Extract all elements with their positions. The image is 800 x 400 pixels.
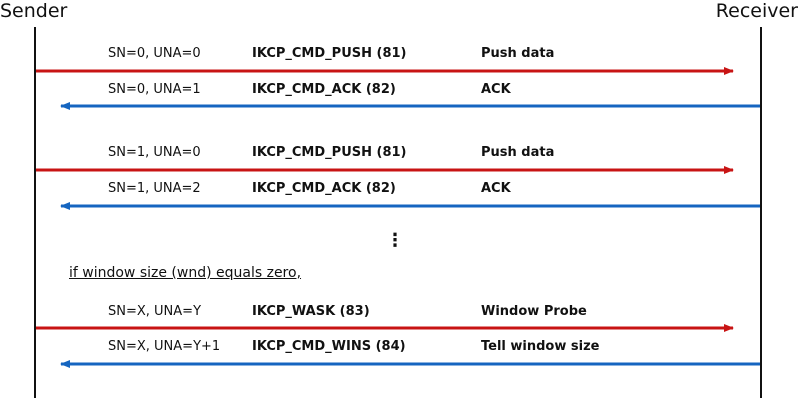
message-seq-label: SN=1, UNA=2 <box>108 181 201 196</box>
message-seq-label: SN=1, UNA=0 <box>108 145 201 160</box>
message-cmd-label: IKCP_CMD_ACK (82) <box>252 181 396 196</box>
message-desc-label: Push data <box>481 46 555 61</box>
message-cmd-label: IKCP_CMD_ACK (82) <box>252 82 396 97</box>
message-seq-label: SN=0, UNA=0 <box>108 46 201 61</box>
message-cmd-label: IKCP_CMD_PUSH (81) <box>252 46 407 61</box>
message-seq-label: SN=0, UNA=1 <box>108 82 201 97</box>
message-seq-label: SN=X, UNA=Y+1 <box>108 339 221 354</box>
message-seq-label: SN=X, UNA=Y <box>108 304 202 319</box>
message-desc-label: Window Probe <box>481 304 587 319</box>
message-cmd-label: IKCP_CMD_WINS (84) <box>252 339 406 354</box>
message-cmd-label: IKCP_WASK (83) <box>252 304 370 319</box>
sender-label: Sender <box>0 0 68 22</box>
message-desc-label: ACK <box>481 82 511 97</box>
message-desc-label: ACK <box>481 181 511 196</box>
message-cmd-label: IKCP_CMD_PUSH (81) <box>252 145 407 160</box>
receiver-label: Receiver <box>715 0 798 22</box>
zero-window-note: if window size (wnd) equals zero, <box>69 265 302 281</box>
continuation-ellipsis: ⋮ <box>386 230 404 251</box>
message-desc-label: Push data <box>481 145 555 160</box>
message-desc-label: Tell window size <box>481 339 600 354</box>
